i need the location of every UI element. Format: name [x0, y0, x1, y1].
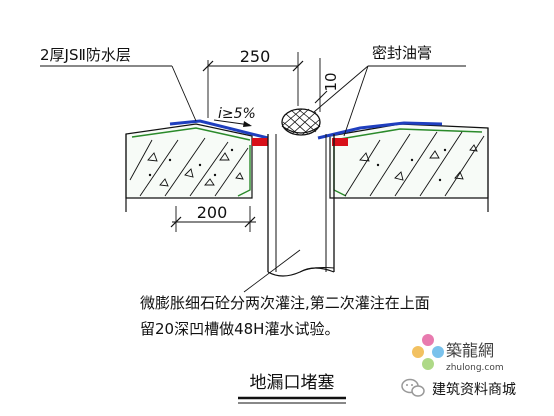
wechat-account-name: 建筑资料商城 [432, 382, 516, 398]
slope-indicator: i≥5% [213, 106, 256, 127]
dimension-250: 250 [202, 47, 304, 118]
concrete-slab-left [125, 123, 253, 212]
note-line-1: 微膨胀细石砼分两次灌注,第二次灌注在上面 [140, 294, 430, 312]
zhulong-site-name: 築龍網 [446, 341, 494, 360]
drain-grating-dome [281, 108, 321, 136]
waterproof-membrane [169, 119, 443, 140]
sealant-callout: 密封油膏 [313, 44, 466, 137]
note-line-2: 留20深凹槽做48H灌水试验。 [140, 320, 339, 338]
wechat-icon [401, 378, 425, 397]
zhulong-url: zhulong.com [446, 363, 504, 373]
zhulong-logo-icon [412, 334, 444, 370]
dim-250-label: 250 [240, 47, 271, 66]
slope-label: i≥5% [218, 106, 256, 122]
zhulong-watermark: 築龍網 zhulong.com [412, 334, 504, 373]
dim-200-label: 200 [197, 203, 228, 222]
diagram-caption: 地漏口堵塞 [250, 373, 335, 393]
dim-10-label: 10 [322, 72, 340, 91]
dimension-200: 200 [170, 203, 256, 232]
dimension-10: 10 [314, 58, 340, 112]
waterproof-callout: 2厚JSⅡ防水层 [40, 46, 197, 122]
note-leader [243, 249, 301, 293]
sealant-label: 密封油膏 [372, 44, 432, 62]
waterproof-label: 2厚JSⅡ防水层 [40, 46, 131, 64]
sealant-blocks [252, 138, 348, 146]
drain-pipe [267, 134, 335, 277]
concrete-slab-right [329, 123, 489, 212]
wechat-watermark: 建筑资料商城 [401, 378, 516, 398]
